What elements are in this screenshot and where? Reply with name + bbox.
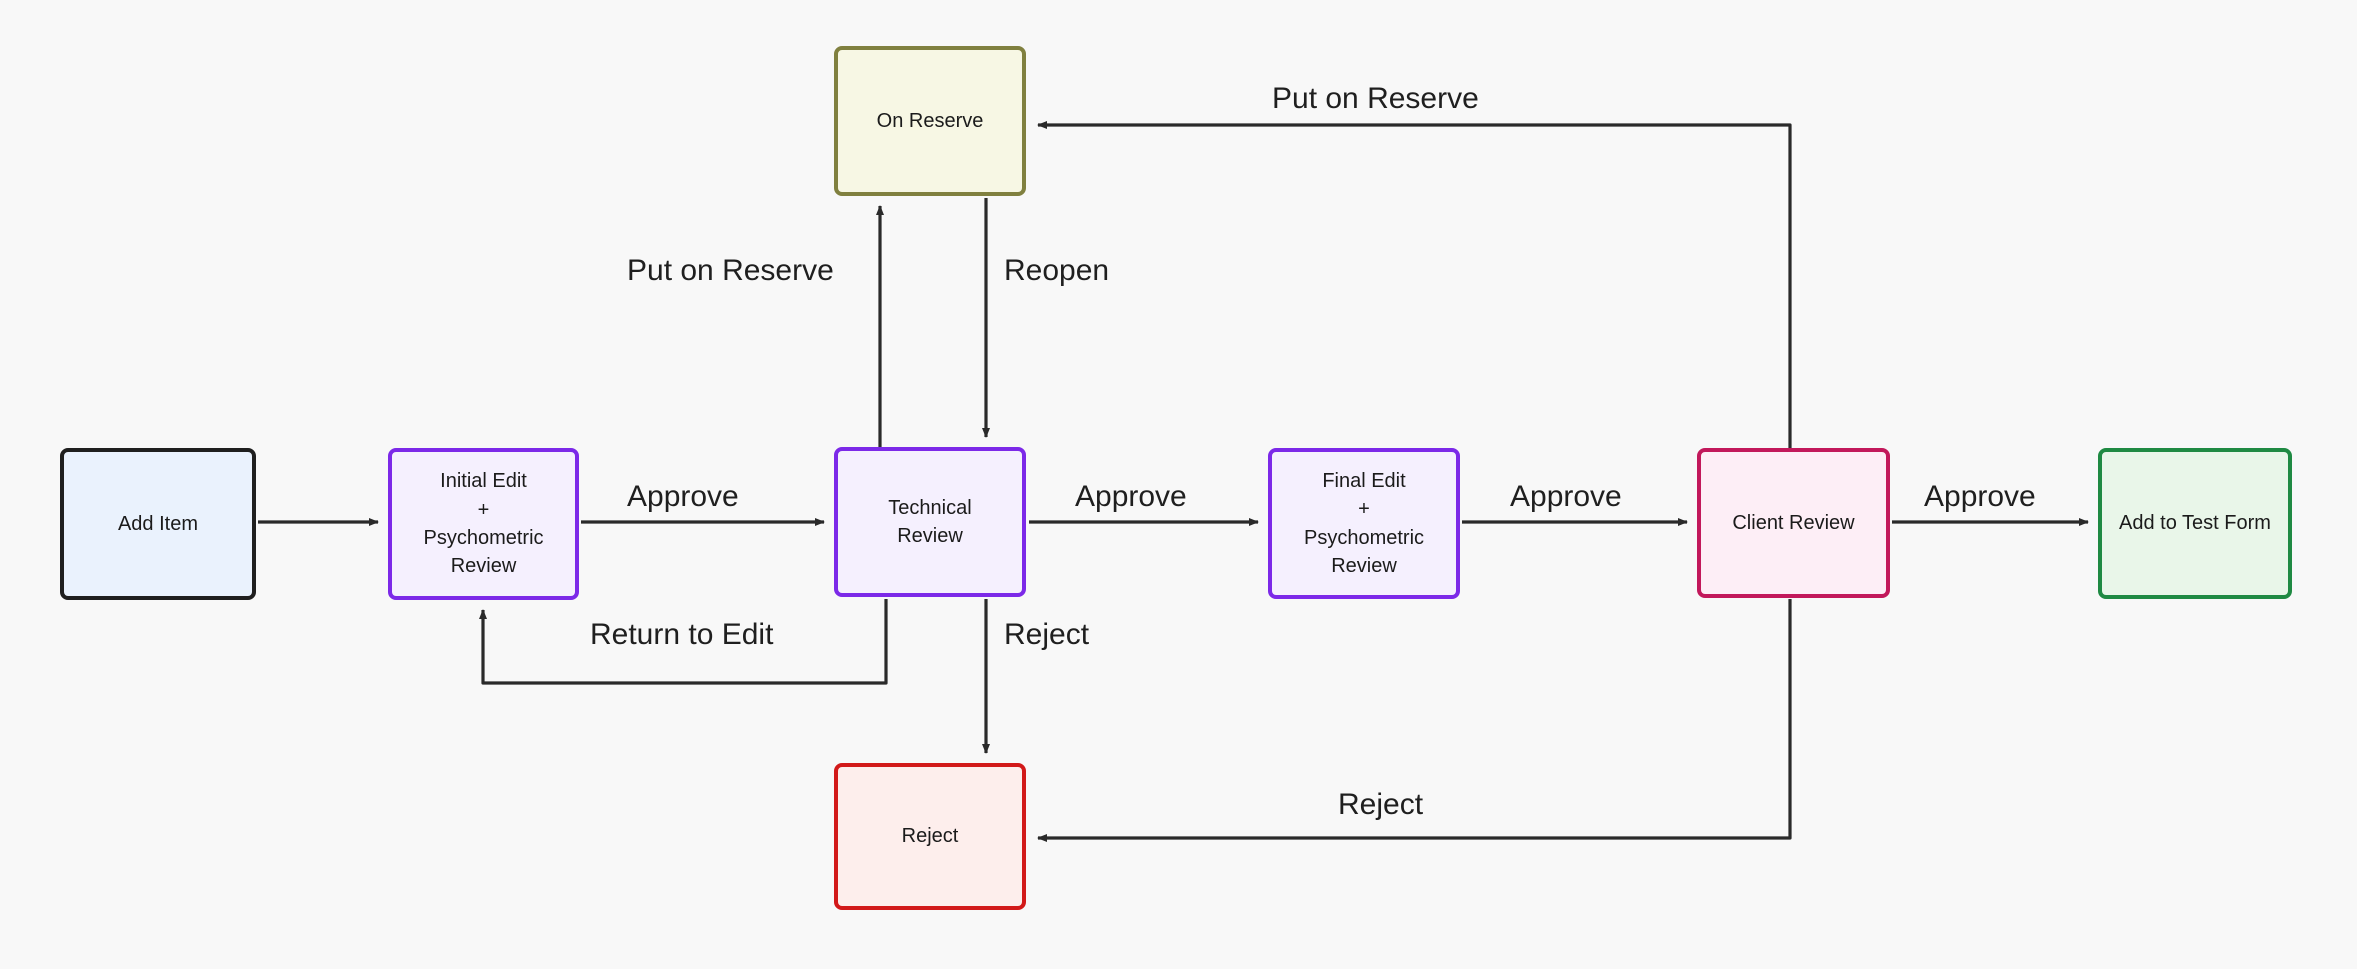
edge-label-on-reserve-reopen-technical-review: Reopen bbox=[1004, 254, 1110, 287]
edge-label-client-review-put-on-reserve: Put on Reserve bbox=[1272, 82, 1479, 115]
node-label-add-to-test-form: Add to Test Form bbox=[2119, 512, 2271, 535]
edge-label-technical-review-return-to-edit: Return to Edit bbox=[590, 618, 774, 651]
edge-label-technical-review-reject: Reject bbox=[1004, 618, 1090, 651]
node-initial-edit[interactable]: Initial Edit + Psychometric Review bbox=[388, 448, 579, 600]
edge-label-technical-review-approve-final-edit: Approve bbox=[1075, 480, 1187, 513]
node-label-client-review: Client Review bbox=[1732, 511, 1855, 534]
node-label-technical-review: Technical Review bbox=[888, 496, 972, 547]
node-label-add-item: Add Item bbox=[117, 512, 199, 535]
node-add-to-test-form[interactable]: Add to Test Form bbox=[2098, 448, 2292, 599]
node-label-initial-edit: Initial Edit + Psychometric Review bbox=[423, 470, 544, 578]
node-reject[interactable]: Reject bbox=[834, 763, 1026, 910]
node-final-edit[interactable]: Final Edit + Psychometric Review bbox=[1268, 448, 1460, 599]
edge-client-review-put-on-reserve bbox=[1037, 121, 1792, 448]
node-label-reject: Reject bbox=[901, 825, 959, 848]
edge-label-initial-edit-approve-technical-review: Approve bbox=[627, 480, 739, 513]
edge-label-technical-review-put-on-reserve: Put on Reserve bbox=[627, 254, 834, 287]
node-add-item[interactable]: Add Item bbox=[60, 448, 256, 600]
node-label-on-reserve: On Reserve bbox=[876, 109, 984, 132]
node-technical-review[interactable]: Technical Review bbox=[834, 447, 1026, 597]
edge-label-client-review-reject: Reject bbox=[1338, 788, 1424, 821]
node-on-reserve[interactable]: On Reserve bbox=[834, 46, 1026, 196]
node-client-review[interactable]: Client Review bbox=[1697, 448, 1890, 598]
edge-label-client-review-approve-add-to-test-form: Approve bbox=[1924, 480, 2036, 513]
edge-label-final-edit-approve-client-review: Approve bbox=[1510, 480, 1622, 513]
node-label-final-edit: Final Edit + Psychometric Review bbox=[1303, 469, 1425, 577]
